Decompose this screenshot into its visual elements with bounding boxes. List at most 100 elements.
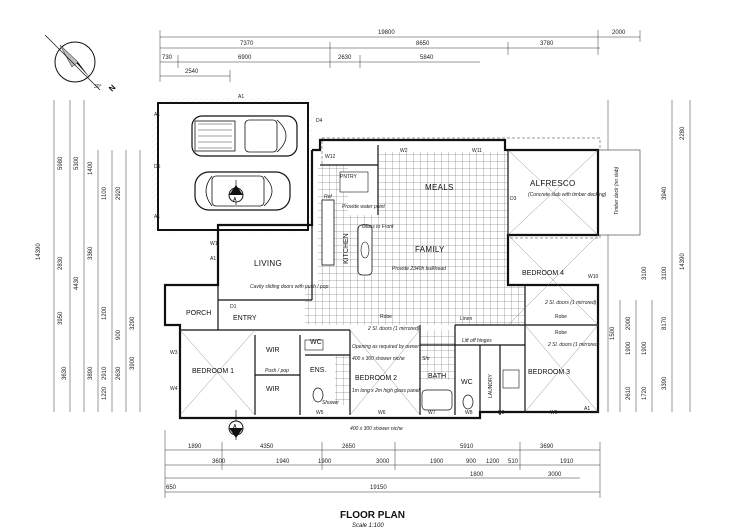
bottom-dimensions: 1890 4350 2650 5910 3690 3600 1940 1900 … <box>164 430 601 498</box>
left-dimensions: 14390 5980 2830 3950 4430 1400 3360 3890… <box>36 100 141 412</box>
note-cavity-doors: Cavity sliding doors with push / pop <box>250 284 329 290</box>
dim-left-1: 14390 <box>36 243 42 260</box>
dim-top-r2-1: 7370 <box>240 41 254 47</box>
dim-bot-r1-3: 2650 <box>342 444 356 450</box>
tiled-zones <box>305 152 525 405</box>
ens-label: ENS. <box>310 367 326 374</box>
dim-right-9: 3390 <box>662 376 668 390</box>
robe1-label: Robe <box>380 314 392 320</box>
dim-right-10: 1900 <box>642 341 648 355</box>
dim-bot-r1-4: 5910 <box>460 444 474 450</box>
alfresco-note: (Concrete slab with timber decking) <box>528 192 607 198</box>
note-niche-2: 400 x 300 shower niche <box>350 426 403 432</box>
family-label: FAMILY <box>415 245 445 254</box>
dim-bot-r2-3: 1900 <box>318 459 332 465</box>
tag-w8: W8 <box>465 410 473 416</box>
dim-bot-r2-5: 1900 <box>430 459 444 465</box>
tag-w2: W2 <box>400 148 408 154</box>
car-sedan-icon <box>194 171 291 211</box>
plan-notes: Cavity sliding doors with push / pop Pus… <box>250 194 600 432</box>
window-door-tags: W1 W2 W3 W4 W5 W6 W7 W8 W9 W10 W11 W12 D… <box>154 94 599 416</box>
dim-left-19: 5300 <box>74 156 80 170</box>
dim-top-r2-2: 8650 <box>416 41 430 47</box>
dim-right-7: 2610 <box>626 386 632 400</box>
dim-top-r3-1: 730 <box>162 55 173 61</box>
dim-left-13: 900 <box>116 329 122 340</box>
tag-d2: D2 <box>498 410 505 416</box>
dim-overall-top: 19800 <box>378 30 395 36</box>
note-glass-panel: 1m long x 2m high glass panel <box>352 388 420 394</box>
dim-left-12: 1100 <box>102 186 108 200</box>
timber-deck-label: Timber deck (no slab) <box>614 166 620 215</box>
dim-left-6: 1400 <box>88 161 94 175</box>
wc1-label: WC <box>310 339 322 346</box>
dim-bot-r2-8: 510 <box>508 459 519 465</box>
dim-bot-r2b-1: 1800 <box>470 472 484 478</box>
ceiling-diagonals <box>179 149 599 416</box>
tag-w10: W10 <box>588 274 599 280</box>
timber-deck <box>597 149 641 236</box>
tag-w6: W6 <box>378 410 386 416</box>
tag-w5: W5 <box>316 410 324 416</box>
dim-bot-r2-2: 1940 <box>276 459 290 465</box>
dim-bot-overall: 19150 <box>370 485 387 491</box>
section-marker-top-label: A <box>233 197 237 203</box>
dim-bot-r2b-2: 3000 <box>548 472 562 478</box>
dim-right-4: 3100 <box>642 266 648 280</box>
dim-top-r4-1: 2540 <box>185 69 199 75</box>
dim-right-2: 3940 <box>662 186 668 200</box>
dim-left-5: 4430 <box>74 276 80 290</box>
right-dimensions: 2280 3940 14390 3100 3100 8170 2610 1720… <box>607 100 691 412</box>
dim-top-right: 2000 <box>612 30 626 36</box>
note-water-point: Provide water point <box>342 204 385 210</box>
note-glass-splash: Glass to Front <box>362 224 394 230</box>
dim-bot-small: 650 <box>166 485 177 491</box>
entry-label: ENTRY <box>233 315 257 322</box>
tag-a1-4: A1 <box>210 256 216 262</box>
section-marker-bottom: A <box>228 410 244 440</box>
car-ute-icon <box>191 115 298 157</box>
tag-w11: W11 <box>472 148 482 154</box>
note-fridge: Ref <box>324 194 332 200</box>
tag-a1-2: A1 <box>154 112 160 118</box>
section-marker-top: A <box>228 180 244 205</box>
dim-top-r3-3: 2630 <box>338 55 352 61</box>
dim-bot-r1-2: 4350 <box>260 444 274 450</box>
north-angle: 30° <box>94 84 102 90</box>
dim-bot-r2-4: 3000 <box>376 459 390 465</box>
note-niche-1: 400 x 300 shower niche <box>352 356 405 362</box>
kitchen-label: KITCHEN <box>343 233 350 264</box>
wir-bottom-label: WIR <box>266 386 280 393</box>
dim-right-13: 1500 <box>610 326 616 340</box>
note-shower: Shower <box>322 400 339 406</box>
dim-left-14: 2920 <box>116 186 122 200</box>
robe3-label: Robe <box>555 330 567 336</box>
meals-label: MEALS <box>425 183 454 192</box>
tag-a1-1: A1 <box>238 94 244 100</box>
pantry-label: PNTRY <box>340 174 358 180</box>
section-marker-bottom-label: A <box>233 424 237 430</box>
bedroom3-label: BEDROOM 3 <box>528 369 570 376</box>
tag-a1-3: A1 <box>154 214 160 220</box>
dim-bot-r2-1: 3600 <box>212 459 226 465</box>
dim-bot-r1-1: 1890 <box>188 444 202 450</box>
note-lift-hinges: Lift off hinges <box>462 338 492 344</box>
tag-w4: W4 <box>170 386 178 392</box>
tag-d5: D5 <box>154 164 161 170</box>
wc2-label: WC <box>461 379 473 386</box>
note-sl-doors-1: 2 Sl. doors (1 mirrored) <box>367 326 420 332</box>
dim-left-3: 2830 <box>58 256 64 270</box>
north-label: N <box>107 83 118 94</box>
kitchen-fixtures <box>321 171 373 276</box>
tag-w3: W3 <box>170 350 178 356</box>
dim-bot-r2-7: 1200 <box>486 459 500 465</box>
dim-bot-r1-5: 3690 <box>540 444 554 450</box>
tag-w1: W1 <box>210 241 218 247</box>
living-label: LIVING <box>254 259 282 268</box>
note-sl-doors-3: 2 Sl. doors (1 mirrored) <box>547 342 600 348</box>
dim-left-16: 2630 <box>116 366 122 380</box>
robe2-label: Robe <box>555 314 567 320</box>
garage <box>152 98 312 233</box>
dim-right-8: 1720 <box>642 386 648 400</box>
